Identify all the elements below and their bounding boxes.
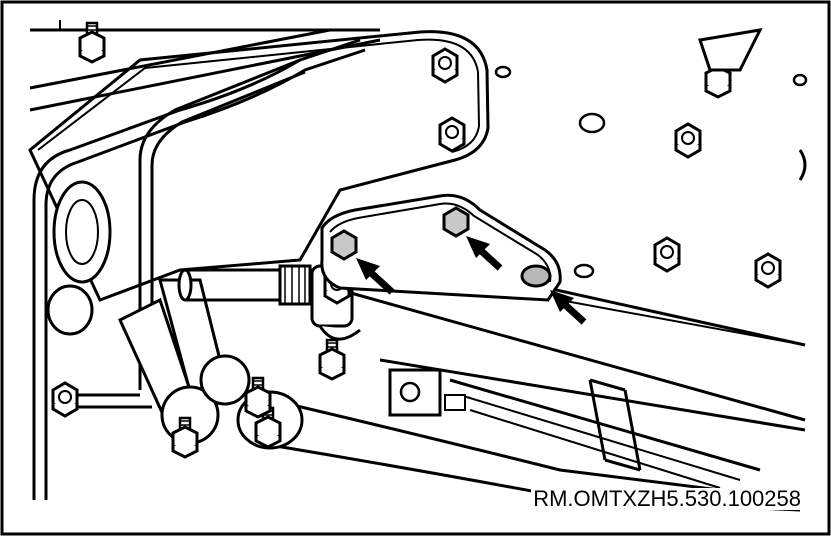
panel-hole — [573, 263, 595, 279]
brake-line-fitting — [51, 381, 79, 418]
drag-link — [236, 376, 801, 512]
bracket-bolt-left — [330, 229, 358, 261]
panel-nut — [754, 252, 782, 289]
panel-nut — [674, 122, 702, 159]
arrow-left-bolt — [356, 258, 395, 295]
shock-housing — [46, 180, 112, 336]
bracket-nut-upper — [431, 47, 459, 84]
spring-bracket — [28, 30, 490, 302]
panel-nut — [653, 236, 681, 273]
bracket-bolt-middle — [442, 206, 470, 238]
panel-hole — [578, 112, 606, 134]
panel-fasteners — [494, 28, 808, 289]
arrow-middle-bolt — [466, 236, 503, 271]
panel-hole — [494, 65, 512, 79]
callout-arrows — [356, 236, 587, 325]
brake-lines — [32, 38, 366, 500]
panel-hole — [792, 73, 808, 87]
arrow-right-pin — [550, 290, 587, 325]
reference-code: RM.OMTXZH5.530.100258 — [531, 486, 803, 511]
shock-absorber — [118, 278, 251, 459]
leaf-spring — [379, 358, 806, 489]
bracket-nut-lower — [438, 116, 466, 153]
bracket-pin-right — [520, 264, 552, 288]
mounting-plate — [320, 193, 562, 302]
